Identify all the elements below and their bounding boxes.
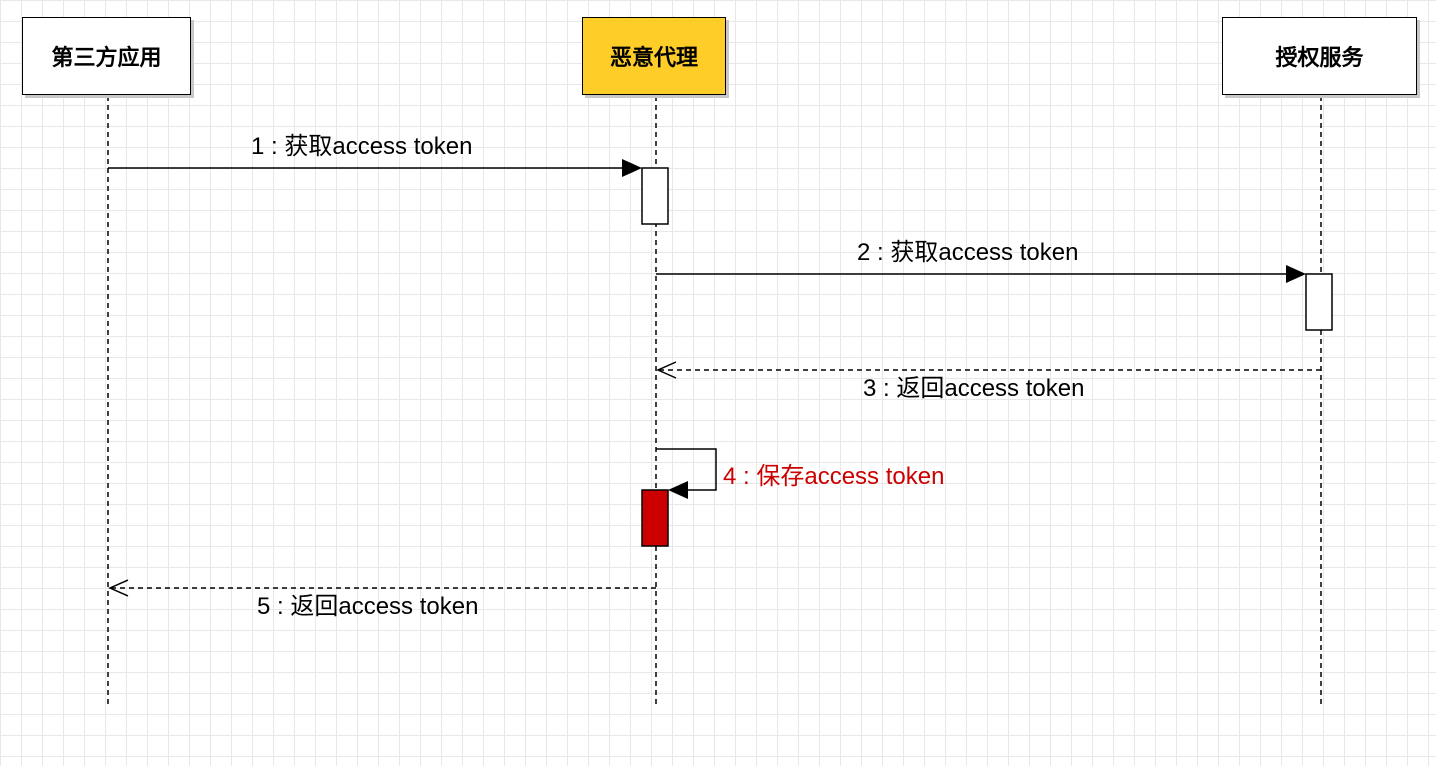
message-2-label: 2 : 获取access token	[857, 239, 1079, 266]
message-3-label: 3 : 返回access token	[863, 375, 1085, 402]
participant-label: 授权服务	[1275, 45, 1364, 70]
activation-proxy-1	[641, 167, 669, 225]
message-5-arrowhead	[108, 579, 129, 597]
activation-proxy-highlight	[641, 489, 669, 547]
message-1-arrowhead	[622, 159, 642, 177]
message-2-arrowhead	[1286, 265, 1306, 283]
participant-third-party-app: 第三方应用	[22, 17, 191, 95]
message-5-label: 5 : 返回access token	[257, 593, 479, 620]
message-4-label: 4 : 保存access token	[723, 463, 945, 490]
message-3-arrowhead	[656, 361, 677, 379]
participant-auth-service: 授权服务	[1222, 17, 1417, 95]
message-1-label: 1 : 获取access token	[251, 133, 473, 160]
participant-label: 第三方应用	[51, 45, 162, 70]
activation-auth-service	[1305, 273, 1333, 331]
message-4-arrow	[656, 448, 717, 491]
participant-malicious-proxy: 恶意代理	[582, 17, 726, 95]
message-4-arrowhead	[668, 481, 688, 499]
participant-label: 恶意代理	[609, 45, 698, 70]
